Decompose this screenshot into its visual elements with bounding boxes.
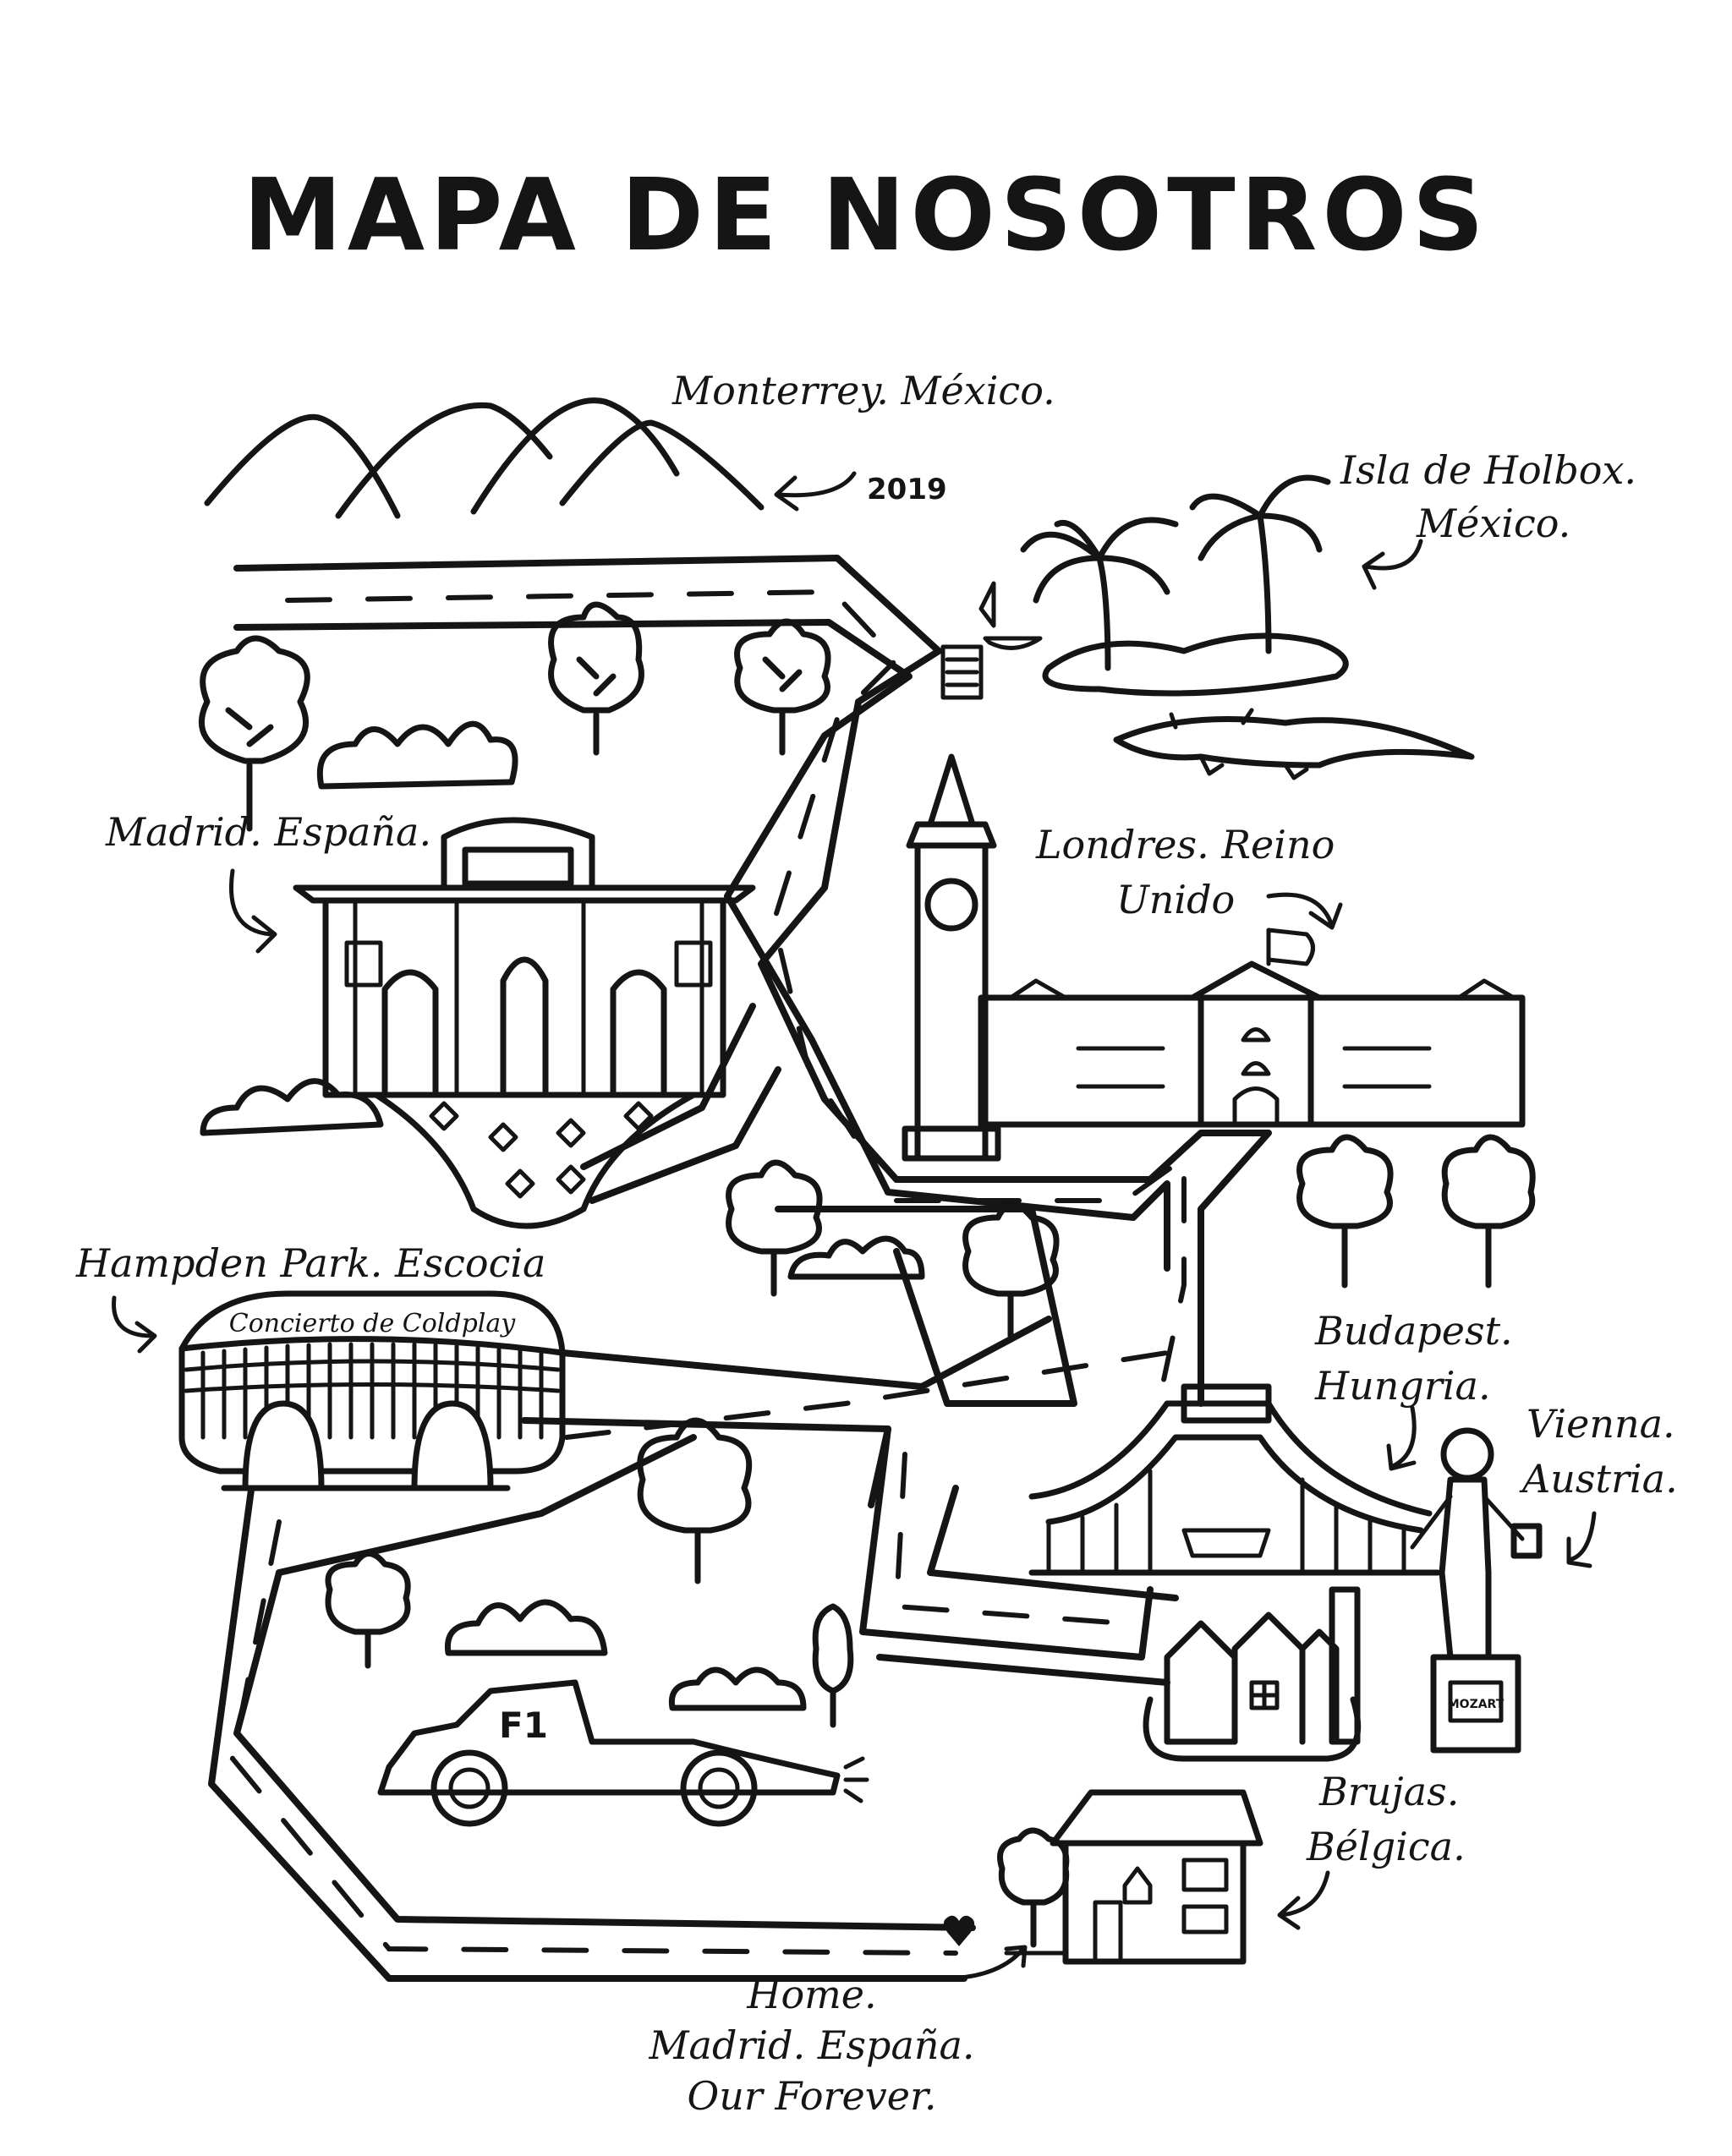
bruges-houses-icon bbox=[1143, 1586, 1362, 1762]
statue-plaque: MOZART bbox=[1448, 1698, 1505, 1711]
map-title: MAPA DE NOSOTROS bbox=[243, 156, 1488, 273]
car-label: F1 bbox=[499, 1705, 548, 1746]
label-brujas-1: Brujas. bbox=[1318, 1769, 1459, 1814]
bush-icon bbox=[668, 1666, 807, 1711]
puerta-de-alcala-icon bbox=[200, 817, 756, 1229]
label-vienna-2: Austria. bbox=[1519, 1456, 1678, 1502]
arrow-icon bbox=[1566, 1511, 1597, 1568]
stadium-icon bbox=[178, 1290, 566, 1491]
label-vienna-1: Vienna. bbox=[1526, 1401, 1675, 1447]
mountains-icon bbox=[204, 397, 765, 519]
label-brujas-2: Bélgica. bbox=[1306, 1824, 1466, 1869]
label-budapest-1: Budapest. bbox=[1314, 1308, 1513, 1354]
label-monterrey: Monterrey. México. bbox=[671, 368, 1055, 413]
tree-icon bbox=[1296, 1134, 1394, 1289]
label-madrid: Madrid. España. bbox=[105, 809, 431, 855]
arrow-icon bbox=[774, 471, 857, 512]
heart-icon bbox=[943, 1915, 975, 1946]
label-londres-1: Londres. Reino bbox=[1035, 822, 1335, 867]
label-monterrey-year: 2019 bbox=[867, 473, 947, 506]
tree-icon bbox=[734, 618, 831, 756]
label-holbox-2: México. bbox=[1416, 501, 1570, 546]
road-network bbox=[208, 555, 1272, 1982]
label-holbox-1: Isla de Holbox. bbox=[1340, 447, 1636, 493]
arrow-icon bbox=[1266, 892, 1343, 930]
tree-icon bbox=[637, 1417, 753, 1584]
mozart-statue-icon bbox=[1410, 1427, 1543, 1754]
bush-icon bbox=[316, 720, 518, 790]
tree-icon bbox=[726, 1159, 823, 1297]
tree-icon bbox=[1441, 1134, 1536, 1289]
label-home-1: Home. bbox=[746, 1972, 876, 2017]
arrow-icon bbox=[1362, 539, 1423, 590]
home-house-icon bbox=[997, 1789, 1263, 1965]
tree-icon bbox=[812, 1603, 854, 1728]
label-hampden: Hampden Park. Escocia bbox=[75, 1240, 545, 1286]
label-home-2: Madrid. España. bbox=[648, 2022, 974, 2068]
tree-icon bbox=[198, 635, 310, 832]
tree-icon bbox=[325, 1551, 411, 1669]
arrow-icon bbox=[1386, 1405, 1417, 1471]
f1-car-icon bbox=[377, 1679, 869, 1827]
label-londres-2: Unido bbox=[1116, 877, 1235, 922]
bush-icon bbox=[787, 1235, 925, 1280]
label-home-3: Our Forever. bbox=[687, 2073, 936, 2119]
bush-icon bbox=[444, 1599, 608, 1656]
tree-icon bbox=[962, 1201, 1060, 1339]
palm-island-icon bbox=[940, 474, 1475, 780]
chain-bridge-icon bbox=[1028, 1383, 1441, 1576]
arrow-icon bbox=[229, 868, 277, 954]
arrow-icon bbox=[1277, 1870, 1330, 1930]
arrow-icon bbox=[940, 1945, 1028, 1981]
stadium-sign: Concierto de Coldplay bbox=[229, 1309, 516, 1338]
label-budapest-2: Hungria. bbox=[1314, 1363, 1491, 1409]
tree-icon bbox=[548, 601, 644, 756]
arrow-icon bbox=[112, 1295, 157, 1354]
big-ben-icon bbox=[902, 753, 1526, 1162]
